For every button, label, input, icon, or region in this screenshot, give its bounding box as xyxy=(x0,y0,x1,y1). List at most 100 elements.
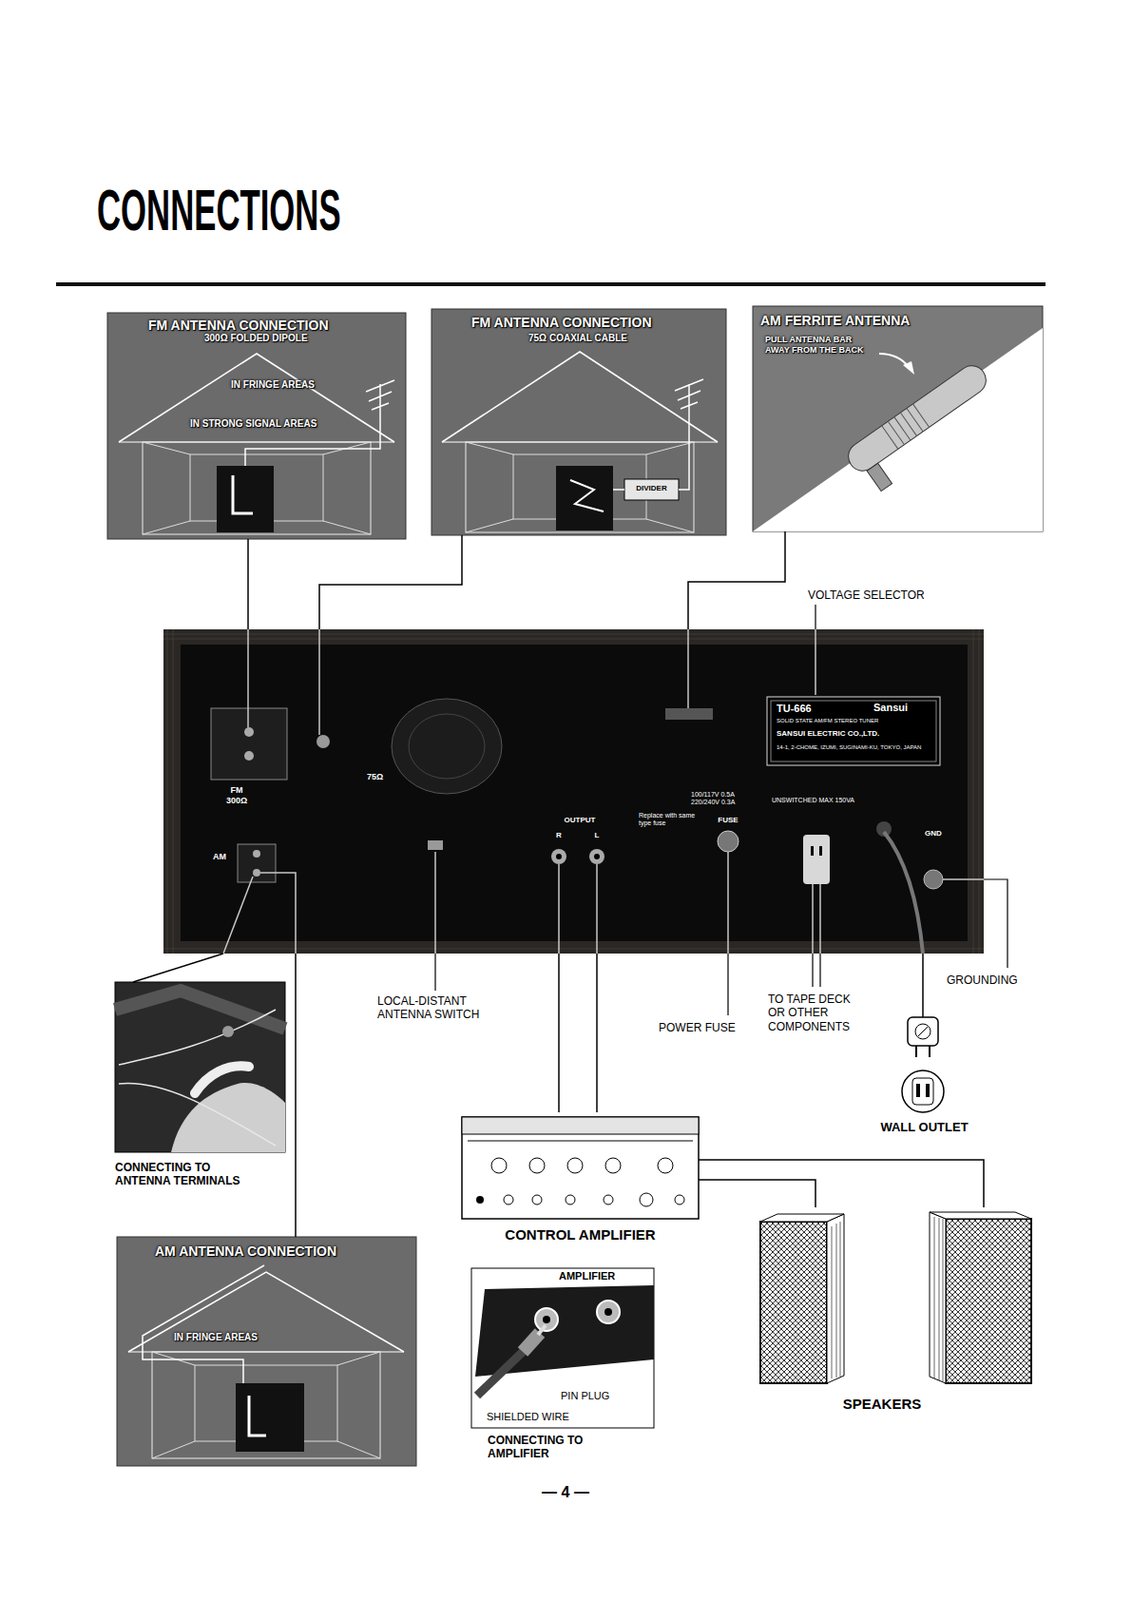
wall-outlet: WALL OUTLET xyxy=(869,1009,979,1138)
amplifier-drawing-part xyxy=(491,1157,507,1173)
tuner-rear-drawing-part xyxy=(883,831,923,954)
node-text: 75Ω xyxy=(366,771,392,783)
tuner-rear-drawing xyxy=(163,629,984,954)
ferrite-scene-part xyxy=(902,361,915,375)
ferrite-scene-part-part xyxy=(843,360,992,477)
amplifier-photo-part xyxy=(596,1300,620,1324)
fm-dipole-scene-part xyxy=(365,380,395,426)
tuner-rear-drawing-part xyxy=(211,708,288,780)
terminal-photo-part xyxy=(194,1065,250,1094)
tuner-rear-drawing-part xyxy=(180,644,968,941)
tuner-rear-drawing-part xyxy=(391,698,502,794)
tuner-rear-drawing-part xyxy=(223,629,984,954)
tuner-rear-drawing-part xyxy=(819,845,823,856)
tuner-rear-drawing-part xyxy=(244,727,254,737)
speaker-drawing-part xyxy=(945,1218,1032,1383)
connector-wire xyxy=(698,1159,984,1208)
amplifier-drawing xyxy=(461,1116,699,1219)
page-title: CONNECTIONS xyxy=(96,174,470,246)
fm-coax-scene-part xyxy=(624,479,679,500)
node-text: 300Ω FOLDED DIPOLE xyxy=(204,332,366,345)
amplifier-photo-part xyxy=(604,1307,613,1316)
amplifier-photo xyxy=(471,1267,654,1428)
am-antenna-scene xyxy=(116,1236,417,1466)
plug-and-outlet-part xyxy=(912,1077,934,1105)
tuner-rear-drawing-part xyxy=(665,708,713,720)
plug-and-outlet xyxy=(901,1009,944,1113)
node-text: R xyxy=(553,830,565,841)
antenna-scene: AM FERRITE ANTENNAPULL ANTENNA BAR AWAY … xyxy=(752,306,1043,532)
fm-dipole-scene-part xyxy=(216,465,274,533)
terminal-photo-part xyxy=(118,1009,276,1065)
amplifier-photo-part xyxy=(522,1332,540,1352)
fm-dipole-scene-part xyxy=(142,441,371,535)
amplifier-photo-part xyxy=(537,1324,546,1335)
amplifier-drawing-part xyxy=(565,1194,576,1205)
tuner-rear-drawing-part xyxy=(556,853,562,860)
node-text: IN FRINGE AREAS xyxy=(230,379,336,391)
node-text: 100/117V 0.5A 220/240V 0.3A xyxy=(690,790,762,807)
node-text: 75Ω COAXIAL CABLE xyxy=(528,332,681,345)
speakers: SPEAKERS xyxy=(760,1207,1046,1419)
fm-dipole-scene xyxy=(107,312,406,539)
node-text: CONNECTING TO ANTENNA TERMINALS xyxy=(115,1160,268,1189)
plug-and-outlet-part xyxy=(916,1083,921,1097)
node-text: IN STRONG SIGNAL AREAS xyxy=(190,418,362,430)
tuner-rear-drawing-part xyxy=(923,869,943,889)
am-antenna-scene-part xyxy=(116,1236,417,1466)
amplifier-drawing-part xyxy=(639,1192,653,1207)
node-text: FM ANTENNA CONNECTION xyxy=(471,314,710,331)
amplifier-drawing-part xyxy=(503,1194,514,1205)
tuner-rear-drawing-part xyxy=(767,696,941,766)
speaker-drawing-part xyxy=(760,1213,845,1222)
node-text: SANSUI ELECTRIC CO.,LTD. xyxy=(776,729,937,739)
callout-label: LOCAL-DISTANT ANTENNA SWITCH xyxy=(377,994,501,1022)
amplifier-drawing-part xyxy=(476,1195,484,1204)
tuner-rear-drawing-part xyxy=(810,845,814,856)
speaker-drawing xyxy=(760,1211,1032,1383)
tuner-rear-drawing-part xyxy=(244,750,254,761)
am-antenna-scene-part xyxy=(128,1271,404,1352)
ferrite-scene xyxy=(752,306,1043,532)
fm-coax-scene-part xyxy=(441,351,718,442)
node-text: SPEAKERS xyxy=(834,1395,930,1413)
amplifier-photo-part xyxy=(475,1285,654,1377)
node-text: AMPLIFIER xyxy=(558,1269,651,1283)
plug-and-outlet-part xyxy=(907,1016,939,1046)
callout-label: TO TAPE DECK OR OTHER COMPONENTS xyxy=(767,992,856,1034)
plug-and-outlet-part xyxy=(915,1023,931,1039)
connector-wire xyxy=(319,535,462,630)
ferrite-scene-part-part xyxy=(866,462,892,491)
tuner-rear-drawing-part xyxy=(252,849,261,858)
speaker-drawing-part xyxy=(760,1221,827,1383)
terminal-photo-part xyxy=(118,1083,276,1146)
antenna-scene: FM ANTENNA CONNECTION300Ω FOLDED DIPOLEI… xyxy=(107,312,406,539)
ferrite-scene-part xyxy=(843,360,1006,497)
antenna-scene: AM ANTENNA CONNECTIONIN FRINGE AREAS xyxy=(116,1236,417,1466)
antenna-scene: FM ANTENNA CONNECTION75Ω COAXIAL CABLEDI… xyxy=(431,308,727,536)
amplifier-photo-part xyxy=(535,1307,558,1331)
am-antenna-scene-part xyxy=(142,1265,265,1383)
node-text: CONTROL AMPLIFIER xyxy=(461,1226,699,1244)
amplifier-drawing-part xyxy=(674,1194,685,1205)
connector-wire xyxy=(688,531,786,630)
tuner-rear-drawing-part xyxy=(163,629,984,954)
node-text: SOLID STATE AM/FM STEREO TUNER xyxy=(776,717,937,725)
callout-label: — 4 — xyxy=(518,1482,614,1501)
fm-dipole-scene-part xyxy=(245,425,381,466)
node-text: UNSWITCHED MAX 150VA xyxy=(771,796,896,805)
tuner-rear-drawing-part xyxy=(237,844,276,883)
tuner-rear-drawing-part xyxy=(252,868,261,877)
fm-dipole-scene-part xyxy=(232,475,253,514)
ferrite-scene-part-part xyxy=(882,403,930,450)
tuner-rear-drawing-part xyxy=(163,629,984,954)
ferrite-scene-part xyxy=(752,306,1043,532)
connector-wire xyxy=(921,953,924,1010)
node-text: WALL OUTLET xyxy=(869,1119,979,1135)
fm-dipole-scene-part xyxy=(107,312,406,539)
node-text: L xyxy=(591,830,603,841)
terminal-photo xyxy=(115,981,286,1152)
node-text: AM FERRITE ANTENNA xyxy=(760,312,1027,329)
amplifier: CONTROL AMPLIFIER xyxy=(461,1112,699,1250)
